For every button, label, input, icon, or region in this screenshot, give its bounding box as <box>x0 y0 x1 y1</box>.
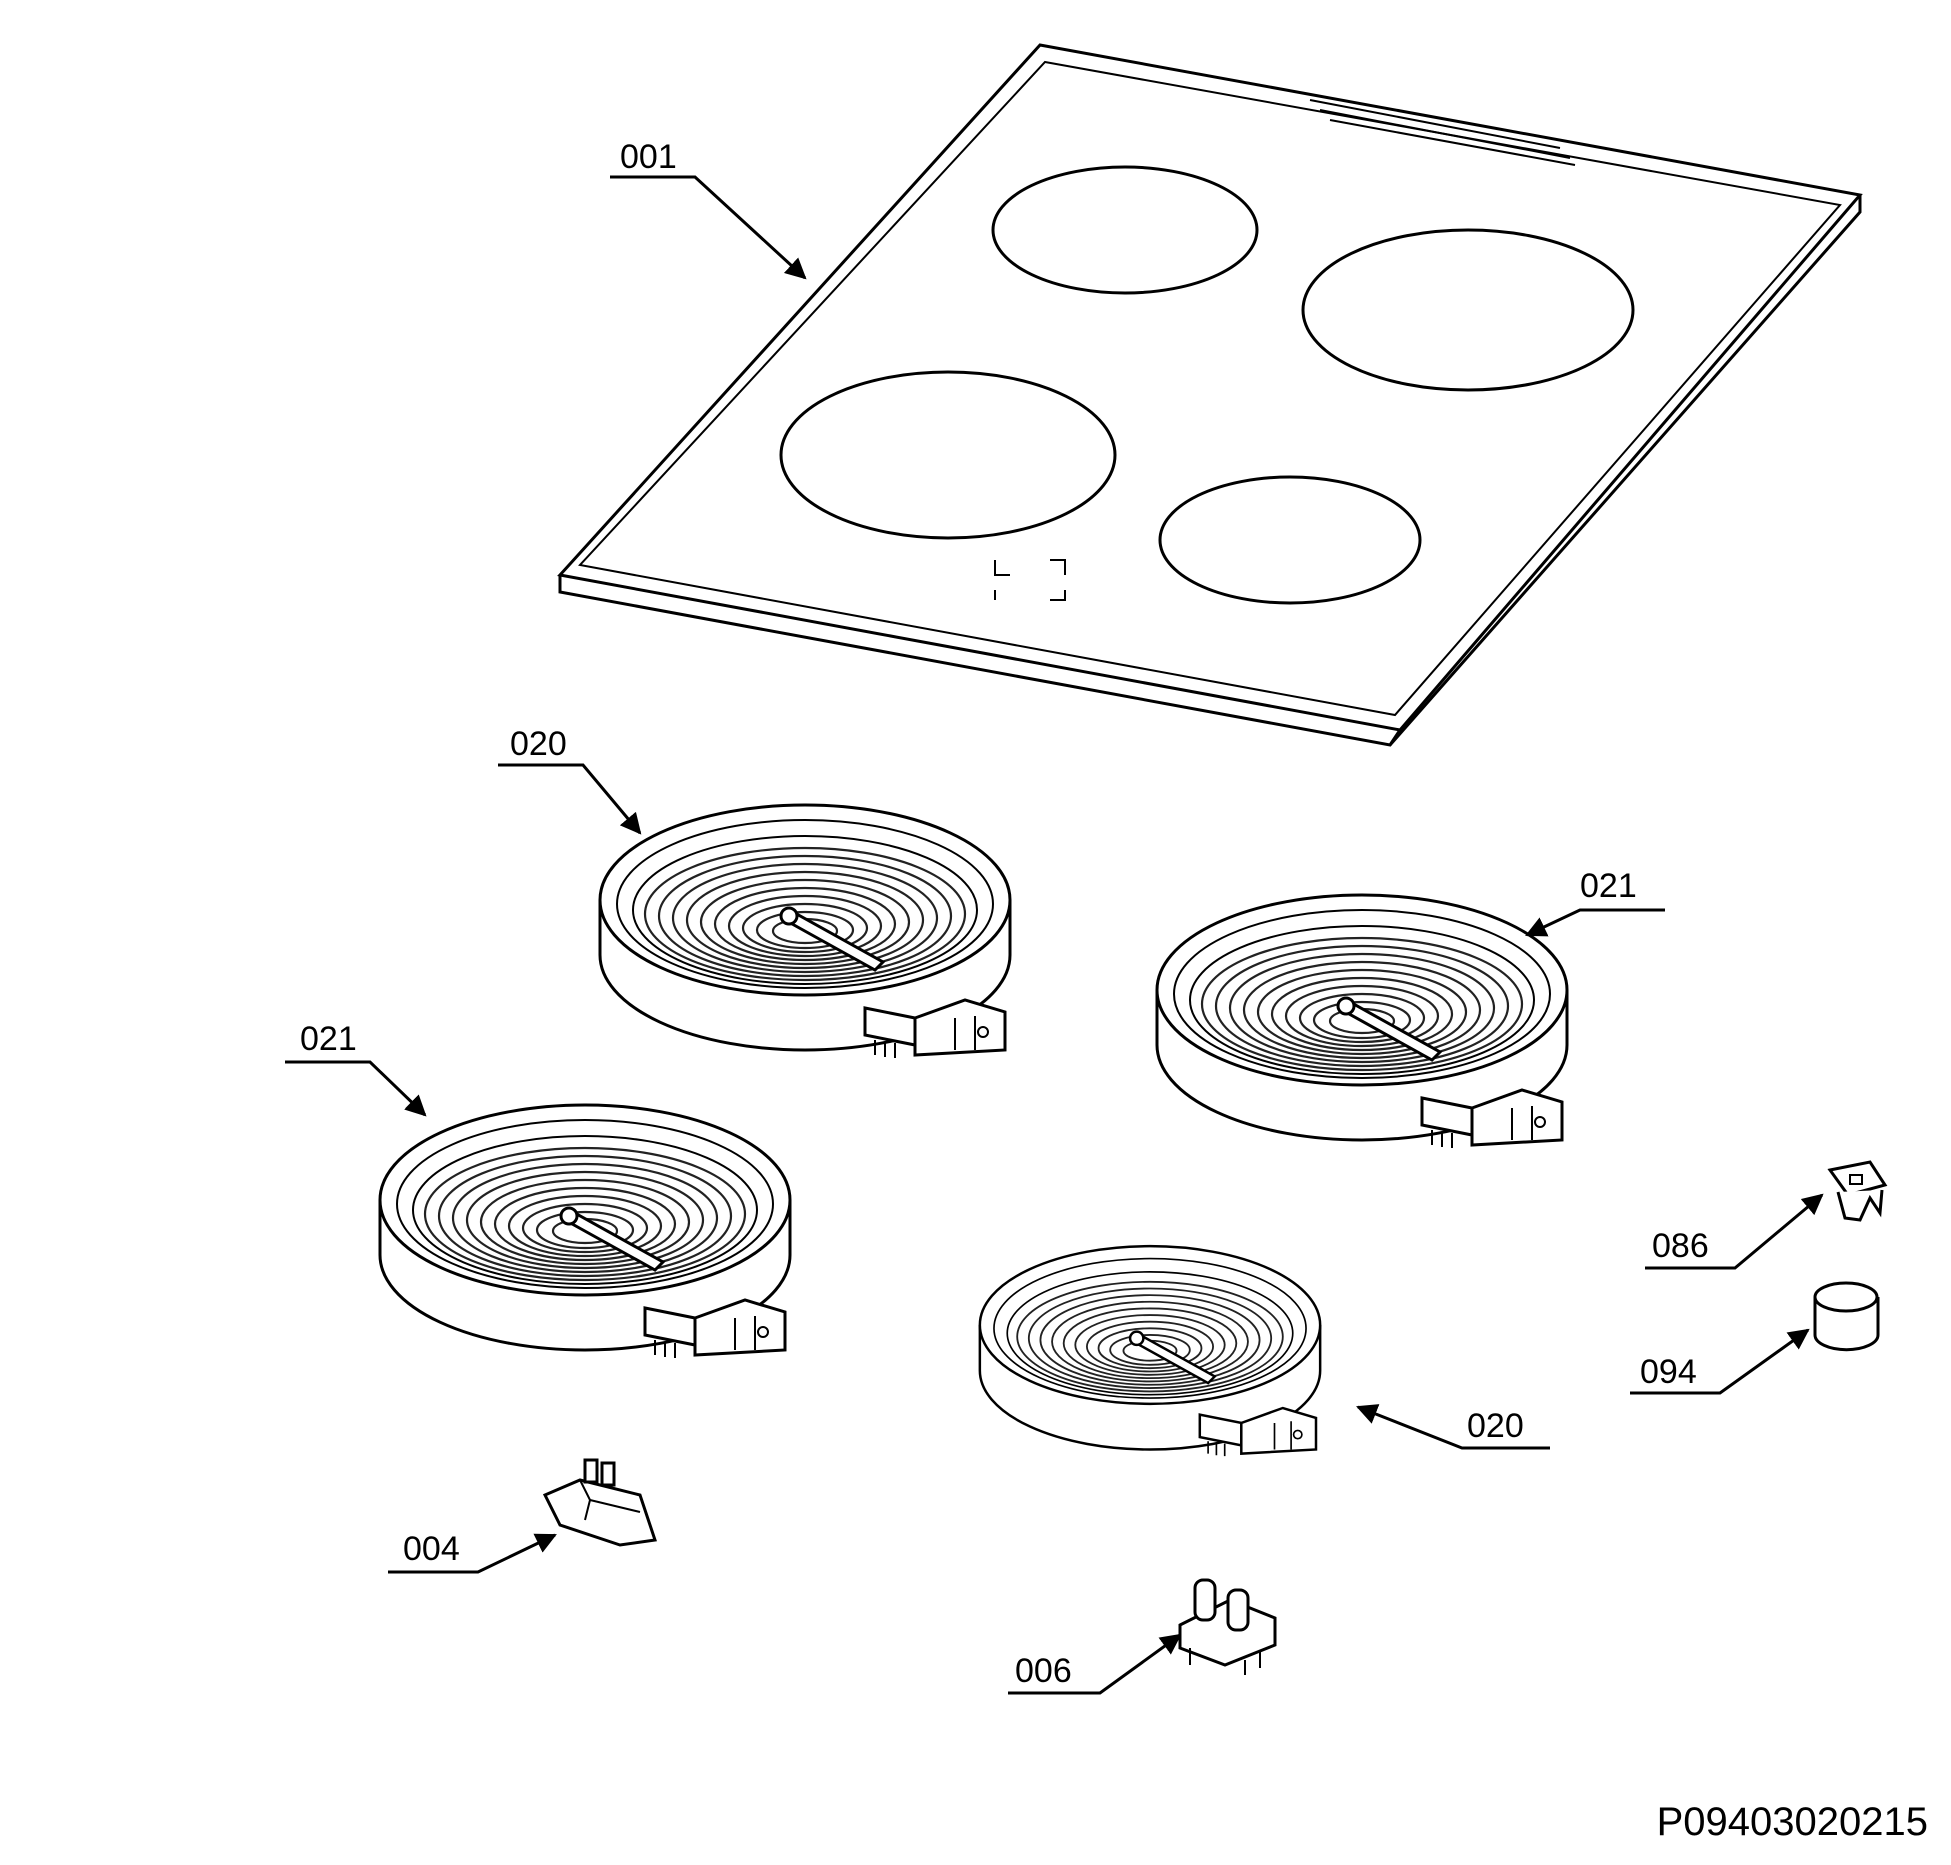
callout-label-020-lower: 020 <box>1467 1407 1524 1445</box>
callout-001: 001 <box>610 138 807 280</box>
callout-006: 006 <box>1008 1633 1182 1695</box>
callout-label-001: 001 <box>620 138 677 176</box>
heating-element-right <box>1155 893 1569 1150</box>
callout-label-004: 004 <box>403 1530 460 1568</box>
spacer-cap-094 <box>1813 1281 1880 1352</box>
cooking-zone-rear-left <box>991 165 1259 295</box>
cooking-zone-front-right <box>1158 475 1422 605</box>
callout-label-021-right: 021 <box>1580 867 1637 905</box>
callout-086: 086 <box>1645 1193 1824 1270</box>
callout-004: 004 <box>388 1530 557 1574</box>
heating-element-bottom <box>978 1244 1322 1458</box>
heating-element-top-left <box>598 803 1012 1060</box>
callout-label-021-left: 021 <box>300 1020 357 1058</box>
callout-label-020-upper: 020 <box>510 725 567 763</box>
callout-021-left: 021 <box>285 1020 427 1117</box>
callout-label-094: 094 <box>1640 1353 1697 1391</box>
mounting-clip-086 <box>1827 1160 1888 1222</box>
callout-label-006: 006 <box>1015 1652 1072 1690</box>
callout-label-086: 086 <box>1652 1227 1709 1265</box>
connector-terminal-006 <box>1178 1578 1277 1675</box>
heating-element-left <box>378 1103 792 1360</box>
callout-094: 094 <box>1630 1328 1810 1395</box>
cooking-zone-front-left <box>779 370 1117 540</box>
callout-020-lower: 020 <box>1356 1404 1550 1450</box>
hob-glass-top <box>557 43 1863 747</box>
callout-020-upper: 020 <box>498 725 642 835</box>
callout-021-right: 021 <box>1525 867 1665 937</box>
terminal-block-004 <box>542 1458 657 1547</box>
document-id: P09403020215 <box>1657 1800 1928 1844</box>
cooking-zone-rear-right <box>1301 228 1635 392</box>
